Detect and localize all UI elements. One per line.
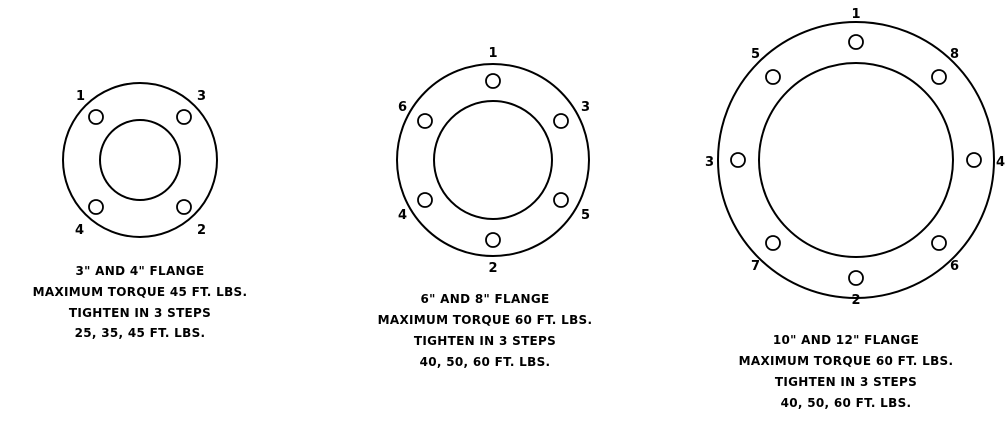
caption-line: 3" AND 4" FLANGE: [75, 264, 204, 278]
bolt-label: 2: [488, 261, 497, 276]
outer-ring: [717, 21, 995, 299]
bolt-label: 1: [76, 89, 85, 104]
caption-line: 25, 35, 45 FT. LBS.: [75, 326, 206, 340]
bolt-hole: [176, 199, 192, 215]
bolt-label: 6: [398, 100, 407, 115]
bolt-hole: [553, 192, 569, 208]
outer-ring: [396, 63, 590, 257]
flange-10-12: 1 8 4 6 2 7 3 5 10" AND 12" FLANGE MAXIM…: [705, 7, 1005, 410]
bolt-hole: [88, 109, 104, 125]
caption-line: MAXIMUM TORQUE 45 FT. LBS.: [33, 285, 248, 299]
bolt-label: 1: [851, 7, 860, 22]
bolt-hole: [553, 113, 569, 129]
inner-bore: [758, 62, 954, 258]
bolt-label: 4: [75, 223, 84, 238]
outer-ring: [62, 82, 218, 238]
bolt-label: 2: [851, 293, 860, 308]
bolt-hole: [931, 69, 947, 85]
bolt-label: 2: [197, 223, 206, 238]
bolt-hole: [848, 34, 864, 50]
bolt-label: 5: [581, 208, 590, 223]
bolt-label: 4: [996, 155, 1005, 170]
bolt-label: 7: [751, 259, 760, 274]
bolt-label: 8: [950, 47, 959, 62]
bolt-hole: [765, 235, 781, 251]
caption-line: 40, 50, 60 FT. LBS.: [420, 355, 551, 369]
bolt-hole: [848, 270, 864, 286]
bolt-hole: [88, 199, 104, 215]
caption-line: 10" AND 12" FLANGE: [773, 333, 919, 347]
inner-bore: [99, 119, 181, 201]
bolt-hole: [485, 73, 501, 89]
bolt-label: 1: [488, 46, 497, 61]
bolt-hole: [176, 109, 192, 125]
bolt-hole: [417, 192, 433, 208]
bolt-label: 4: [398, 208, 407, 223]
caption-line: 6" AND 8" FLANGE: [420, 292, 549, 306]
bolt-hole: [485, 232, 501, 248]
bolt-label: 3: [581, 100, 590, 115]
caption-line: TIGHTEN IN 3 STEPS: [69, 306, 211, 320]
bolt-hole: [931, 235, 947, 251]
bolt-hole: [765, 69, 781, 85]
bolt-hole: [730, 152, 746, 168]
caption-line: MAXIMUM TORQUE 60 FT. LBS.: [378, 313, 593, 327]
inner-bore: [433, 100, 553, 220]
bolt-label: 6: [950, 259, 959, 274]
caption-line: 40, 50, 60 FT. LBS.: [781, 396, 912, 410]
bolt-hole: [966, 152, 982, 168]
flange-6-8: 1 3 5 2 4 6 6" AND 8" FLANGE MAXIMUM TOR…: [378, 46, 593, 369]
flange-3-4: 1 3 4 2 3" AND 4" FLANGE MAXIMUM TORQUE …: [33, 82, 248, 340]
bolt-label: 5: [751, 47, 760, 62]
caption-line: MAXIMUM TORQUE 60 FT. LBS.: [739, 354, 954, 368]
caption-line: TIGHTEN IN 3 STEPS: [414, 334, 556, 348]
bolt-label: 3: [197, 89, 206, 104]
caption-line: TIGHTEN IN 3 STEPS: [775, 375, 917, 389]
bolt-hole: [417, 113, 433, 129]
bolt-label: 3: [705, 155, 714, 170]
